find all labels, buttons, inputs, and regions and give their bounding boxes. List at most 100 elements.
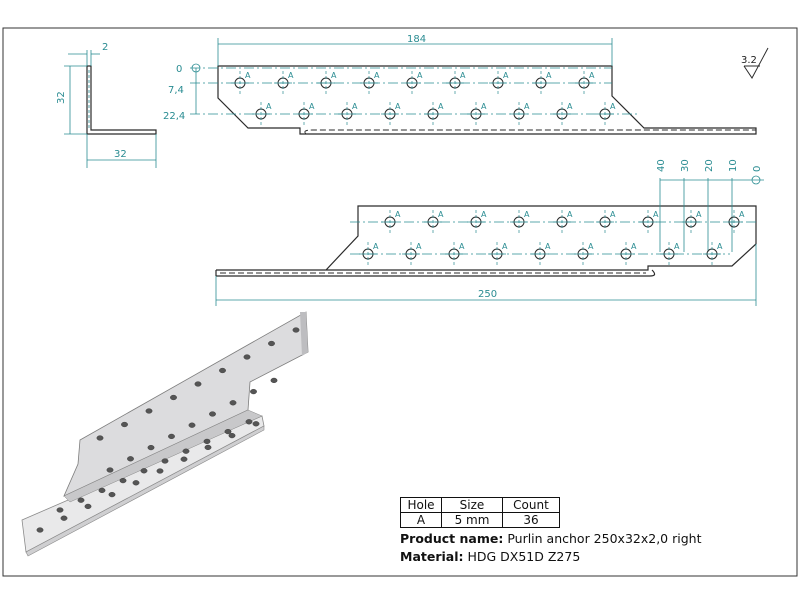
hole-label: A <box>546 71 552 80</box>
hole-top-row2: A <box>252 102 272 126</box>
hole-top-row2: A <box>510 102 530 126</box>
product-name-label: Product name: <box>400 531 504 546</box>
dim-pitch-0: 0 <box>752 166 763 172</box>
hole-top-row1: A <box>489 71 509 95</box>
dim-row-offset-1: 7,4 <box>168 85 184 96</box>
hole-top-row2: A <box>467 102 487 126</box>
hole-bottom-row2: A <box>703 242 723 266</box>
hole-top-row2: A <box>295 102 315 126</box>
hole-label: A <box>567 102 573 111</box>
product-name-value: Purlin anchor 250x32x2,0 right <box>507 531 702 546</box>
iso-flange-hole <box>77 497 85 503</box>
hole-top-row1: A <box>575 71 595 95</box>
hole-bottom-row1: A <box>639 210 659 234</box>
hole-label: A <box>653 210 659 219</box>
iso-web-hole <box>188 422 196 428</box>
dim-length-top: 184 <box>407 34 426 45</box>
iso-web-hole <box>219 367 226 374</box>
dim-thickness: 2 <box>102 42 108 53</box>
info-block: Hole Size Count A 5 mm 36 Product name: … <box>400 497 760 564</box>
dim-row-offset-2: 22,4 <box>163 111 185 122</box>
iso-flange-hole <box>84 503 92 510</box>
hole-label: A <box>417 71 423 80</box>
hole-label: A <box>588 242 594 251</box>
hole-label: A <box>567 210 573 219</box>
hole-table: Hole Size Count A 5 mm 36 <box>400 497 560 528</box>
hole-bottom-row1: A <box>596 210 616 234</box>
hole-bottom-row1: A <box>424 210 444 234</box>
iso-flange-hole <box>224 429 232 435</box>
hole-top-row2: A <box>553 102 573 126</box>
hole-table-header-size: Size <box>441 497 503 513</box>
iso-web-hole <box>147 445 155 451</box>
material-label: Material: <box>400 549 464 564</box>
hole-label: A <box>266 102 272 111</box>
roughness-value: 3.2 <box>741 55 757 66</box>
hole-label: A <box>524 102 530 111</box>
iso-flange-hole <box>228 433 236 439</box>
iso-flange-hole <box>161 458 169 464</box>
iso-flange-hole <box>56 507 64 513</box>
hole-bottom-row2: A <box>445 242 465 266</box>
hole-label: A <box>395 210 401 219</box>
hole-bottom-row1: A <box>467 210 487 234</box>
hole-bottom-row1: A <box>510 210 530 234</box>
hole-table-header-hole: Hole <box>400 497 442 513</box>
hole-table-header-count: Count <box>502 497 560 513</box>
iso-flange-hole <box>108 492 116 498</box>
iso-web-hole <box>268 340 275 347</box>
dim-height: 32 <box>56 91 67 104</box>
material-line: Material: HDG DX51D Z275 <box>400 549 760 564</box>
hole-top-row1: A <box>446 71 466 95</box>
iso-web-hole <box>96 435 104 441</box>
hole-label: A <box>374 71 380 80</box>
hole-bottom-row2: A <box>402 242 422 266</box>
hole-label: A <box>717 242 723 251</box>
hole-label: A <box>524 210 530 219</box>
hole-label: A <box>610 102 616 111</box>
iso-web-hole <box>229 400 237 406</box>
hole-bottom-row2: A <box>574 242 594 266</box>
hole-label: A <box>674 242 680 251</box>
hole-table-cell-hole: A <box>400 512 442 528</box>
material-value: HDG DX51D Z275 <box>467 549 581 564</box>
hole-top-row1: A <box>360 71 380 95</box>
hole-bottom-row2: A <box>488 242 508 266</box>
dim-pitch-10: 10 <box>728 159 739 172</box>
hole-label: A <box>459 242 465 251</box>
hole-top-row2: A <box>596 102 616 126</box>
hole-label: A <box>309 102 315 111</box>
hole-top-row1: A <box>532 71 552 95</box>
iso-flange-hole <box>204 444 212 451</box>
iso-web-hole <box>209 411 216 417</box>
iso-flange-hole <box>180 456 188 462</box>
iso-web-hole <box>194 381 202 387</box>
hole-label: A <box>460 71 466 80</box>
hole-top-row2: A <box>338 102 358 126</box>
iso-flange-hole <box>156 468 164 474</box>
hole-label: A <box>481 210 487 219</box>
iso-flange-hole <box>140 468 148 474</box>
dim-width: 32 <box>114 149 127 160</box>
hole-label: A <box>696 210 702 219</box>
hole-label: A <box>438 102 444 111</box>
hole-label: A <box>545 242 551 251</box>
hole-label: A <box>589 71 595 80</box>
bottom-view-outline <box>215 205 757 277</box>
iso-flange-hole <box>98 487 106 494</box>
hole-label: A <box>739 210 745 219</box>
hole-label: A <box>352 102 358 111</box>
hole-label: A <box>331 71 337 80</box>
top-view-outline <box>217 65 757 135</box>
hole-bottom-row1: A <box>682 210 702 234</box>
side-profile-view <box>86 65 157 135</box>
iso-web-hole <box>270 377 278 384</box>
iso-web-hole <box>170 394 177 401</box>
hole-label: A <box>631 242 637 251</box>
hole-bottom-row2: A <box>531 242 551 266</box>
hole-top-row1: A <box>274 71 294 95</box>
iso-web-hole <box>168 433 175 440</box>
hole-table-cell-size: 5 mm <box>441 512 503 528</box>
dim-pitch-20: 20 <box>704 159 715 172</box>
iso-web-hole <box>145 408 153 414</box>
